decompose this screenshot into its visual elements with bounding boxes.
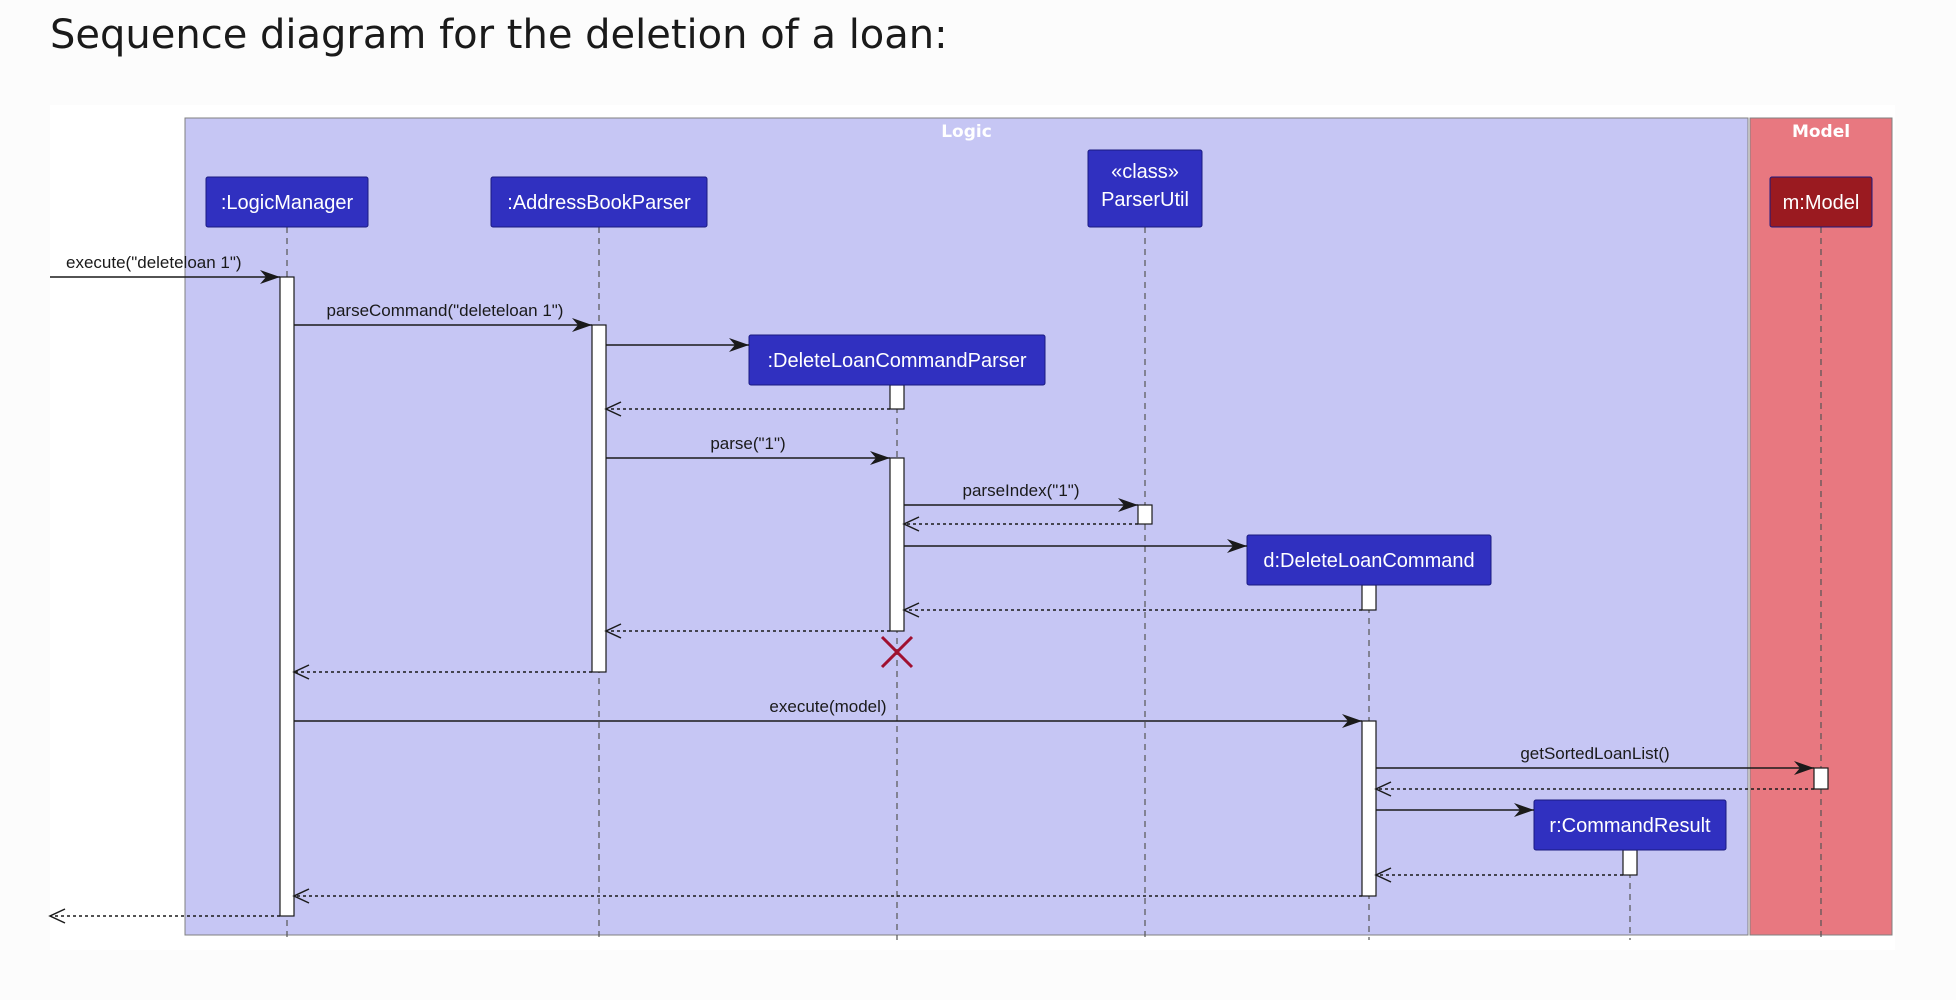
arrowhead — [1374, 781, 1392, 797]
arrowhead — [1374, 867, 1392, 883]
participant-box — [748, 334, 1046, 386]
message-label: parseIndex("1") — [963, 481, 1080, 500]
message-arrow: parseIndex("1") — [904, 481, 1138, 506]
activation-bar-cr — [1622, 849, 1638, 876]
participant-box — [1246, 534, 1492, 586]
message-arrow: execute(model) — [294, 697, 1362, 722]
activation-bar-dlc — [1361, 584, 1377, 611]
participant-abp: :AddressBookParser — [490, 176, 708, 228]
arrowhead — [1514, 803, 1534, 817]
participant-label: :DeleteLoanCommandParser — [767, 350, 1026, 372]
activation-bar-dlcp — [889, 384, 905, 410]
participant-label: :AddressBookParser — [507, 192, 691, 214]
participant-m: m:Model — [1769, 176, 1873, 228]
arrowhead — [729, 338, 749, 352]
participant-label: ParserUtil — [1101, 189, 1189, 211]
arrowhead — [902, 516, 920, 532]
participant-box — [1087, 149, 1203, 228]
arrowhead — [1118, 498, 1138, 512]
participant-dlcp: :DeleteLoanCommandParser — [748, 334, 1046, 386]
message-label: getSortedLoanList() — [1520, 744, 1669, 763]
participant-box — [1533, 799, 1727, 851]
arrowhead — [870, 451, 890, 465]
participant-label: r:CommandResult — [1549, 815, 1711, 837]
arrowhead — [604, 623, 622, 639]
activation-bar-m — [1813, 767, 1829, 790]
participant-label: d:DeleteLoanCommand — [1263, 550, 1474, 572]
message-label: parse("1") — [710, 434, 785, 453]
participant-label: :LogicManager — [221, 192, 354, 214]
arrowhead — [604, 401, 622, 417]
arrowhead — [292, 664, 310, 680]
activation-bar-lm — [279, 276, 295, 917]
arrowhead — [1227, 539, 1247, 553]
message-label: execute("deleteloan 1") — [66, 253, 242, 272]
activation-bar-abp — [591, 324, 607, 673]
arrowhead — [260, 270, 280, 284]
model-frame-title: Model — [1792, 122, 1850, 142]
participant-label: m:Model — [1783, 192, 1860, 214]
participant-box — [490, 176, 708, 228]
activation-bar-dlc — [1361, 720, 1377, 897]
arrowhead — [902, 602, 920, 618]
destroy-x-icon — [880, 635, 914, 669]
message-arrow: getSortedLoanList() — [1376, 744, 1814, 769]
message-arrow: execute("deleteloan 1") — [50, 253, 280, 278]
message-arrow: parseCommand("deleteloan 1") — [294, 301, 592, 326]
participant-lm: :LogicManager — [205, 176, 369, 228]
participant-cr: r:CommandResult — [1533, 799, 1727, 851]
message-arrow: parse("1") — [606, 434, 890, 459]
message-label: execute(model) — [769, 697, 886, 716]
arrowhead — [572, 318, 592, 332]
logic-frame — [184, 117, 1749, 936]
participant-dlc: d:DeleteLoanCommand — [1246, 534, 1492, 586]
participant-pu: «class» ParserUtil — [1087, 149, 1203, 228]
participant-box — [205, 176, 369, 228]
arrowhead — [48, 908, 66, 924]
arrowhead — [1342, 714, 1362, 728]
activation-bar-pu — [1137, 504, 1153, 525]
arrowhead — [292, 888, 310, 904]
message-label: parseCommand("deleteloan 1") — [327, 301, 564, 320]
activation-bar-dlcp — [889, 457, 905, 632]
logic-frame-title: Logic — [941, 122, 992, 142]
participant-box — [1769, 176, 1873, 228]
page-heading: Sequence diagram for the deletion of a l… — [50, 12, 948, 58]
participant-label: «class» — [1111, 161, 1179, 183]
arrowhead — [1794, 761, 1814, 775]
